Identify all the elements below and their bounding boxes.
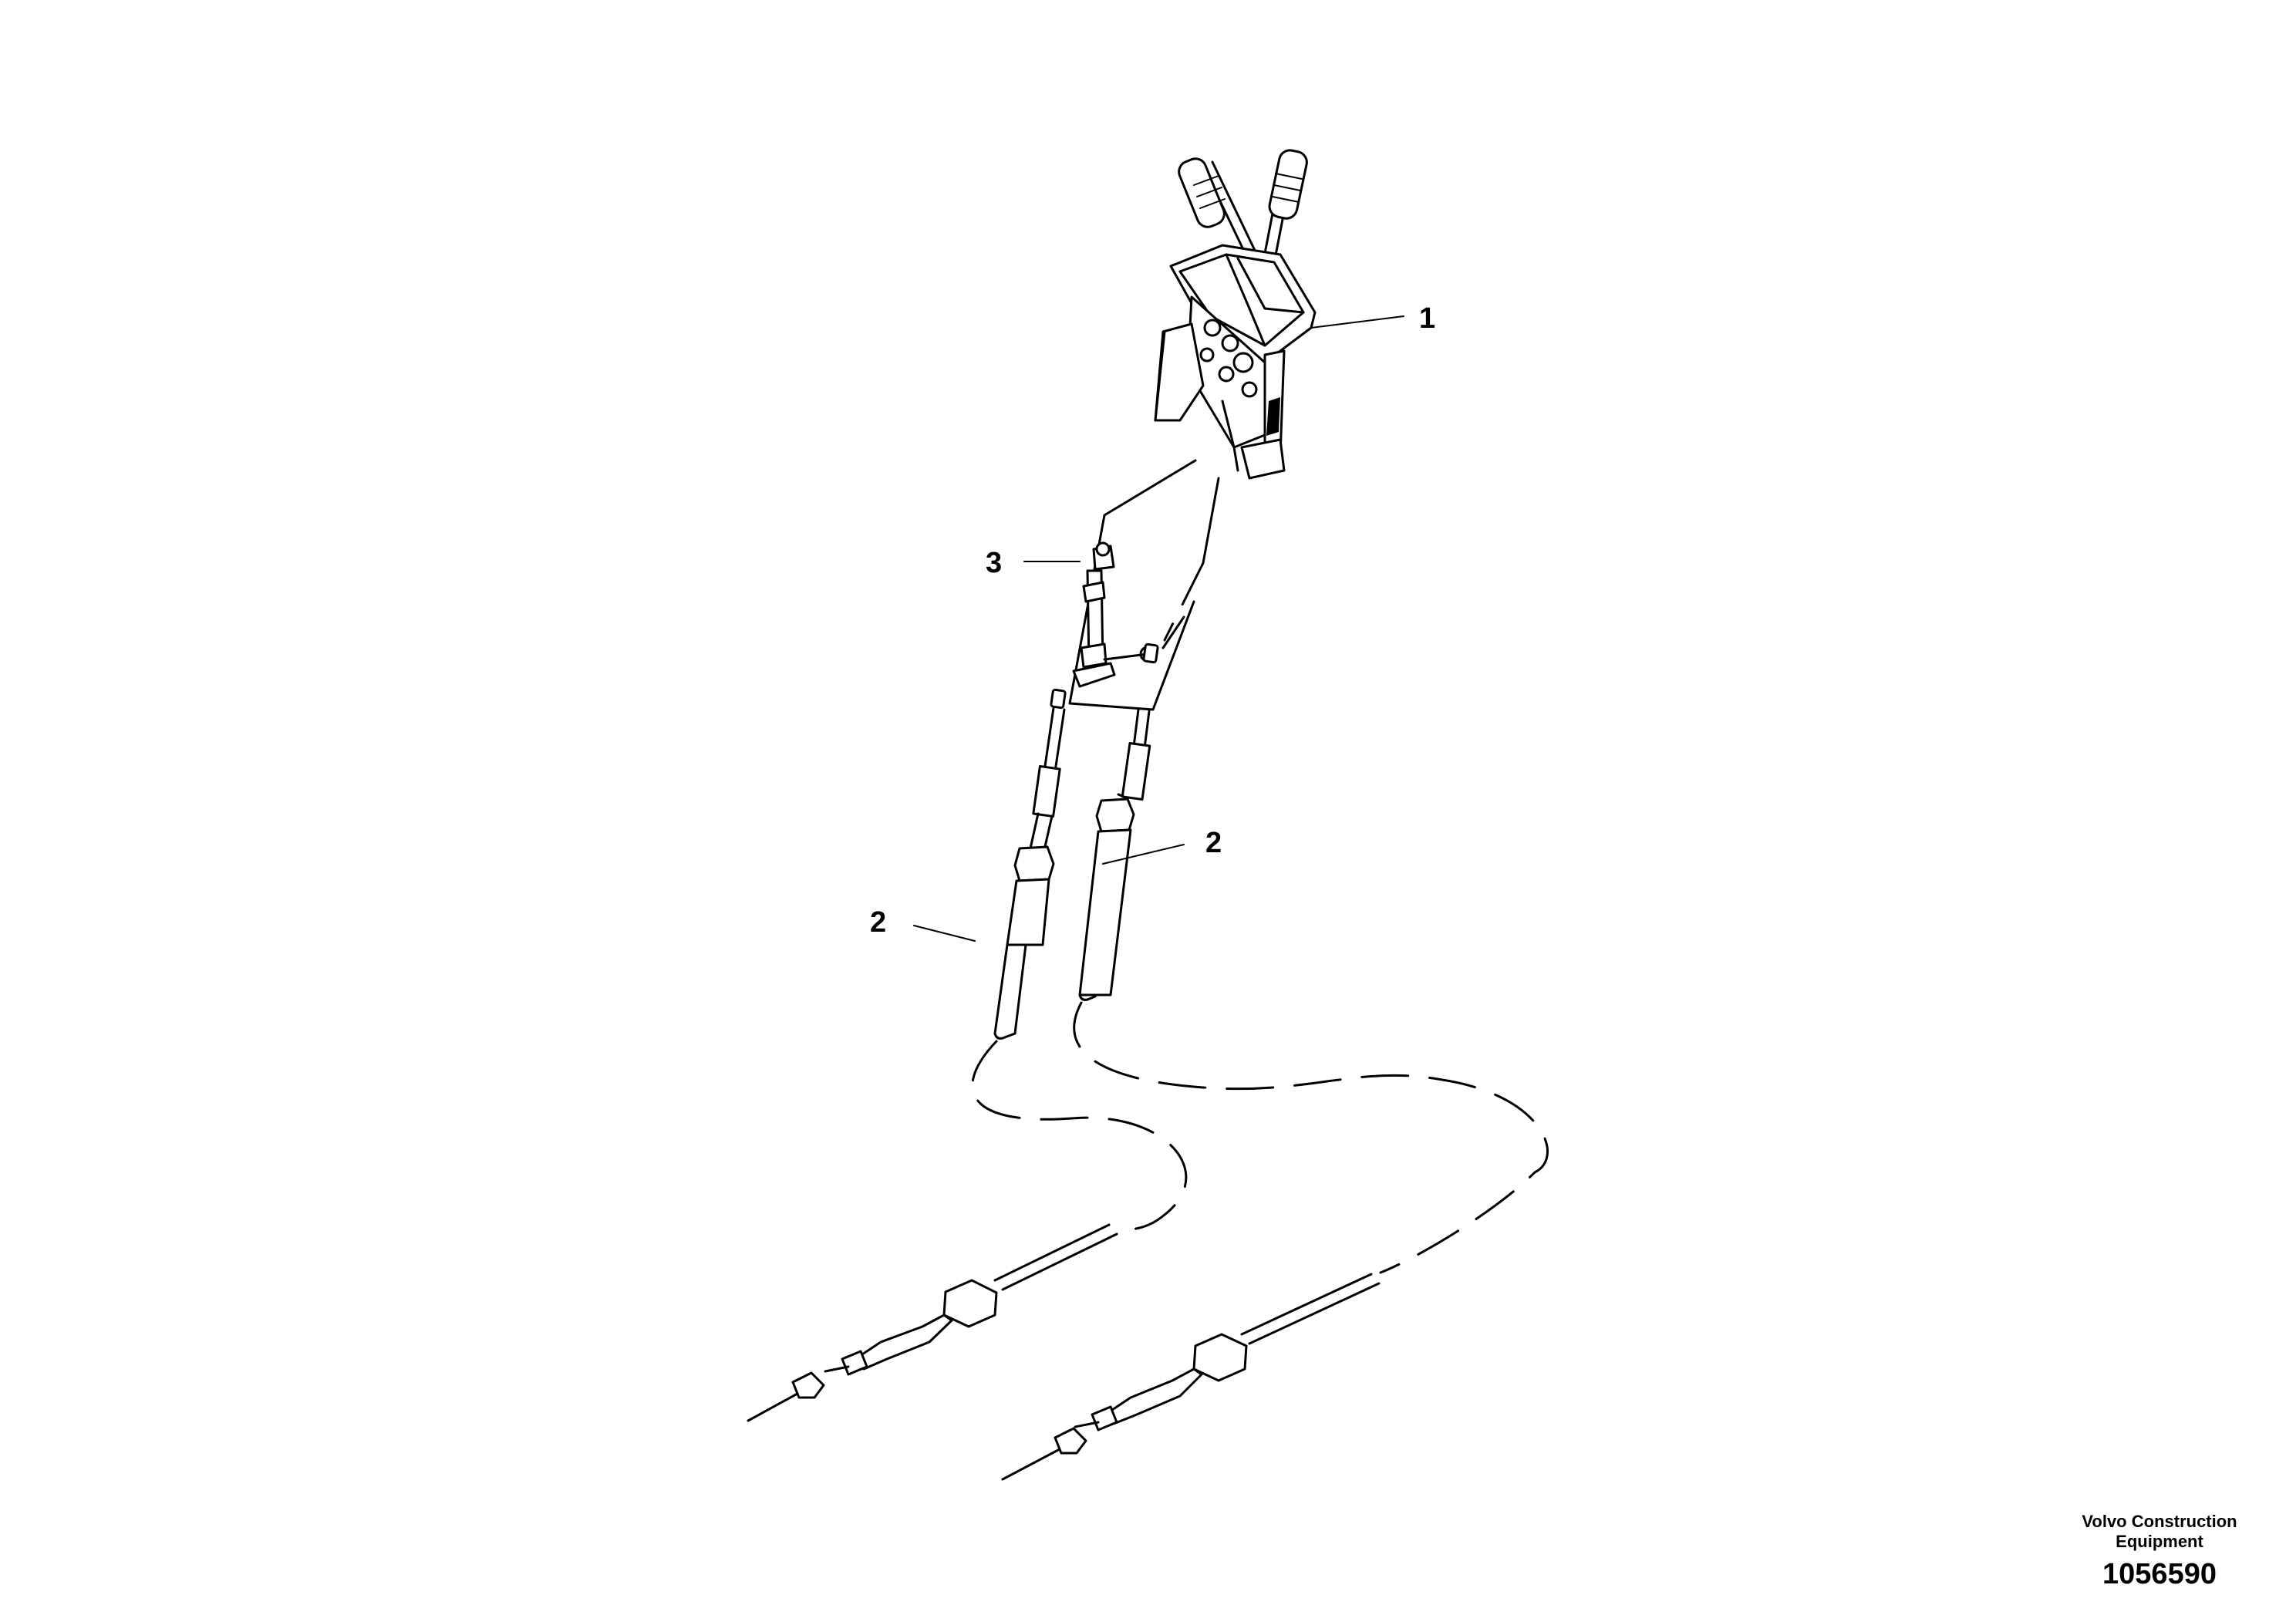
callout-1: 1 xyxy=(1419,302,1435,335)
control-lever-assembly xyxy=(1154,149,1317,480)
cable-right xyxy=(1001,642,1549,1481)
title-block: Volvo Construction Equipment 1056590 xyxy=(2044,1512,2275,1591)
company-name-line1: Volvo Construction xyxy=(2082,1512,2237,1531)
company-name-line2: Equipment xyxy=(2116,1532,2203,1551)
callout-2-left: 2 xyxy=(870,906,886,939)
drawing-number: 1056590 xyxy=(2102,1558,2217,1590)
callout-3: 3 xyxy=(986,547,1002,579)
callout-2-right: 2 xyxy=(1205,827,1222,859)
leader-lines xyxy=(913,315,1404,942)
cable-left xyxy=(747,688,1188,1422)
link-lines xyxy=(1068,459,1220,711)
